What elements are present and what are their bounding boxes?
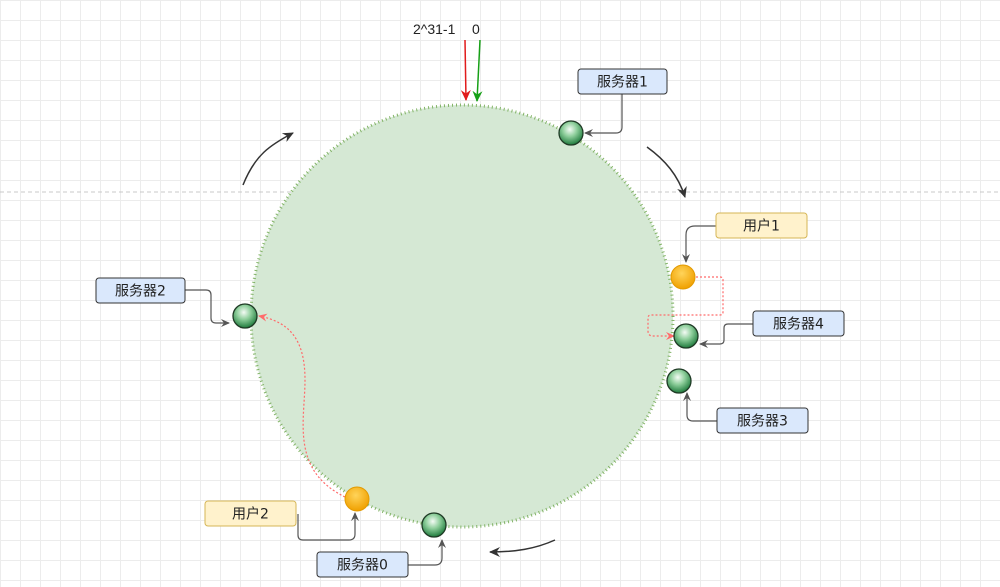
server0-connector bbox=[408, 539, 446, 566]
server1-node bbox=[558, 120, 584, 146]
server4-box: 服务器4 bbox=[752, 310, 845, 337]
user1-box: 用户1 bbox=[715, 212, 808, 239]
max-value-arrow bbox=[460, 39, 471, 101]
user2-to-server2-mapping bbox=[258, 313, 346, 498]
server3-connector bbox=[683, 392, 717, 422]
user1-label: 用户1 bbox=[743, 218, 780, 235]
server4-node bbox=[673, 323, 699, 349]
user2-connector bbox=[297, 512, 359, 541]
user2-box: 用户2 bbox=[204, 500, 297, 527]
user2-label: 用户2 bbox=[232, 506, 269, 523]
server4-label: 服务器4 bbox=[773, 317, 824, 333]
server3-box: 服务器3 bbox=[716, 407, 809, 434]
zero-arrow bbox=[472, 39, 483, 102]
user1-node bbox=[670, 264, 696, 290]
server2-box: 服务器2 bbox=[95, 277, 186, 304]
user1-connector bbox=[682, 225, 716, 263]
server2-label: 服务器2 bbox=[115, 284, 166, 300]
server2-connector bbox=[185, 289, 230, 327]
server3-node bbox=[666, 368, 692, 394]
clockwise-arrow-bottom bbox=[489, 539, 556, 557]
server1-label: 服务器1 bbox=[597, 75, 648, 91]
clockwise-arrow-top-right bbox=[646, 146, 687, 198]
server0-label: 服务器0 bbox=[337, 558, 388, 574]
max-value-label: 2^31-1 bbox=[413, 21, 456, 37]
server0-node bbox=[421, 512, 447, 538]
server2-node bbox=[232, 303, 258, 329]
server1-box: 服务器1 bbox=[577, 68, 668, 95]
server1-connector bbox=[584, 93, 623, 137]
server3-label: 服务器3 bbox=[737, 414, 788, 430]
hash-ring bbox=[249, 103, 675, 529]
server4-connector bbox=[699, 323, 753, 348]
server0-box: 服务器0 bbox=[316, 551, 409, 578]
user2-node bbox=[344, 486, 370, 512]
clockwise-arrow-top-left bbox=[242, 132, 294, 186]
zero-label: 0 bbox=[472, 21, 480, 37]
